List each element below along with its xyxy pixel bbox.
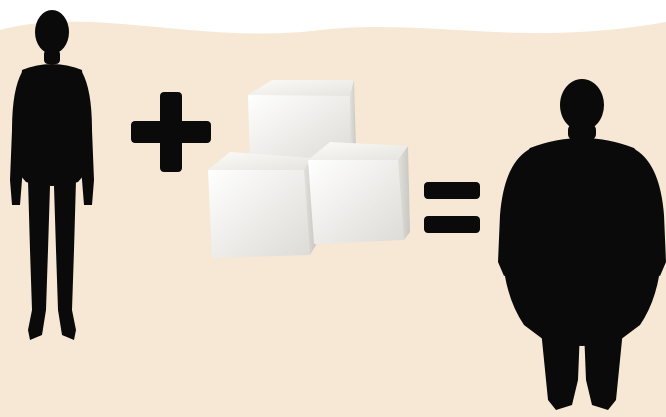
sugar-cube-icon — [308, 142, 410, 244]
sugar-cube-icon — [208, 152, 316, 258]
